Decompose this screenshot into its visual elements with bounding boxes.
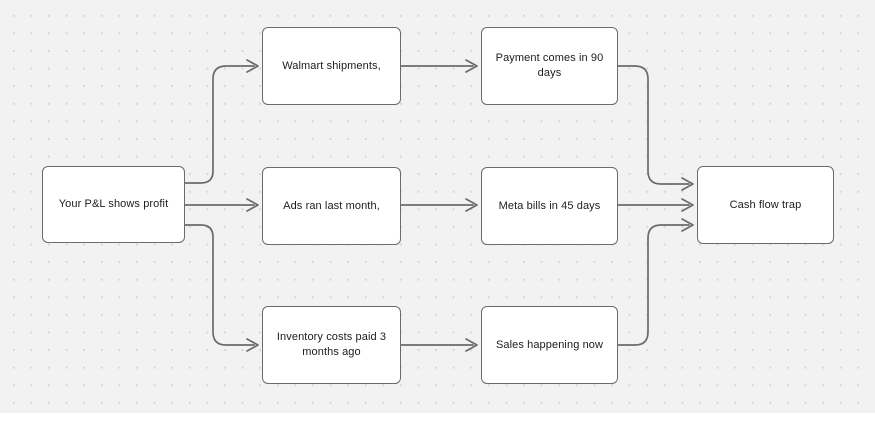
arrowhead-ads — [246, 198, 259, 212]
edge-sales-to-trap — [617, 224, 690, 346]
arrowhead-trap-middle — [681, 198, 694, 212]
node-ads-ran-last-month-label: Ads ran last month, — [283, 199, 380, 212]
diagram-canvas[interactable]: Your P&L shows profit Walmart shipments,… — [0, 0, 875, 413]
arrowhead-sales — [465, 338, 478, 352]
arrowhead-inventory — [246, 338, 259, 352]
node-sales-happening-now-label: Sales happening now — [495, 338, 604, 351]
node-source-label: Your P&L shows profit — [58, 198, 169, 210]
node-inventory-costs[interactable]: Inventory costs paid 3 months ago — [262, 306, 401, 384]
node-payment-90-days-label: Payment comes in 90 days — [495, 52, 604, 79]
node-cash-flow-trap-label: Cash flow trap — [729, 198, 802, 211]
node-payment-90-days[interactable]: Payment comes in 90 days — [481, 27, 618, 105]
node-meta-bills-45-days[interactable]: Meta bills in 45 days — [481, 167, 618, 245]
edge-source-to-walmart — [184, 65, 255, 184]
node-sales-happening-now[interactable]: Sales happening now — [481, 306, 618, 384]
edge-layer — [184, 59, 694, 352]
arrowhead-walmart — [246, 59, 259, 73]
node-inventory-costs-label: Inventory costs paid 3 months ago — [276, 331, 387, 358]
node-source[interactable]: Your P&L shows profit — [42, 166, 185, 243]
arrowhead-payment — [465, 59, 478, 73]
arrowhead-trap-top — [681, 177, 694, 191]
edge-source-to-inventory — [184, 224, 255, 346]
node-cash-flow-trap[interactable]: Cash flow trap — [697, 166, 834, 244]
node-meta-bills-45-days-label: Meta bills in 45 days — [498, 199, 601, 212]
node-ads-ran-last-month[interactable]: Ads ran last month, — [262, 167, 401, 245]
node-walmart-shipments[interactable]: Walmart shipments, — [262, 27, 401, 105]
node-walmart-shipments-label: Walmart shipments, — [282, 59, 381, 72]
edge-payment-to-trap — [617, 65, 690, 185]
arrowhead-meta — [465, 198, 478, 212]
arrowhead-trap-bottom — [681, 218, 694, 232]
